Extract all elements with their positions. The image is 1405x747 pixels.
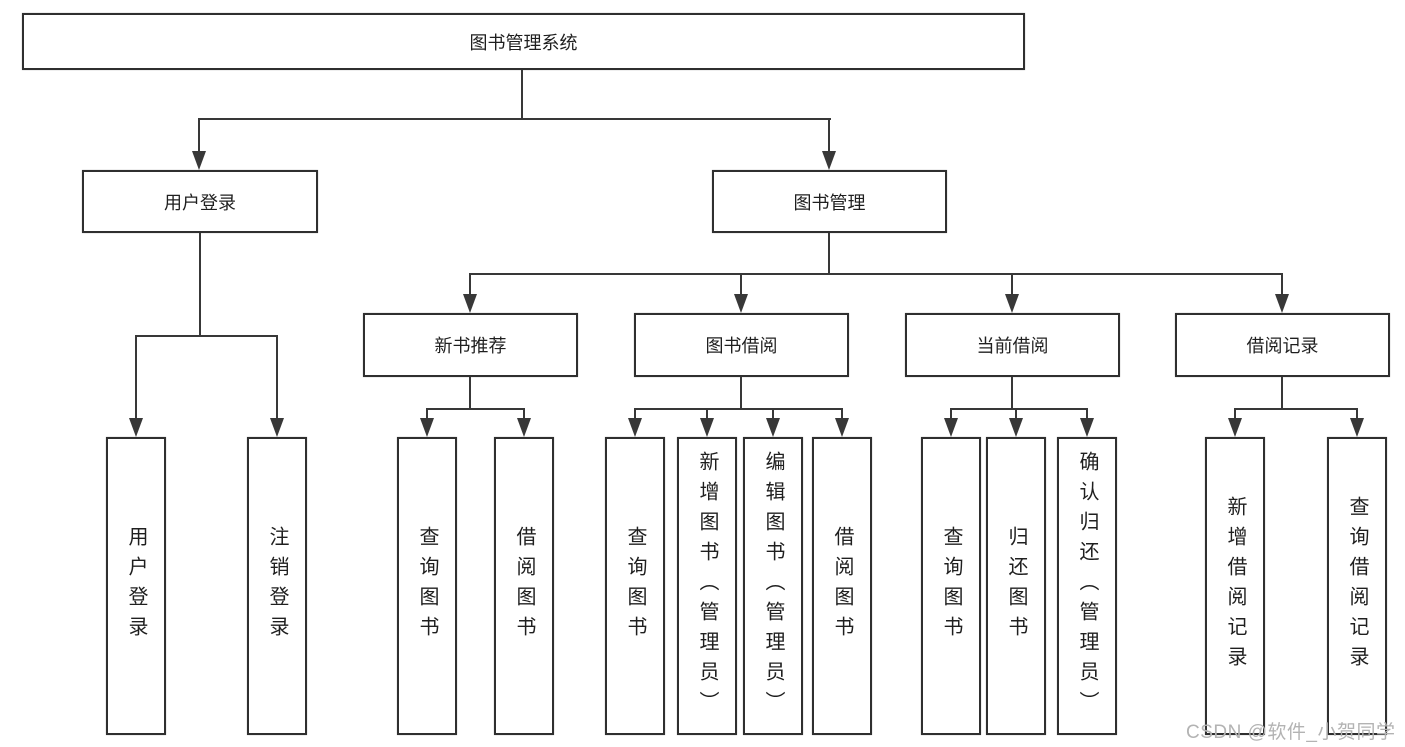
connector-stem [523, 408, 525, 421]
leaf-add-book-admin: 新增图书（管理员） [677, 437, 737, 735]
arrow-down-icon [628, 418, 642, 437]
node-book-borrowing: 图书借阅 [634, 313, 849, 377]
csdn-watermark: CSDN @软件_小贺同学 [1186, 722, 1396, 743]
connector-stem [1234, 408, 1236, 421]
leaf-add-borrow-record: 新增借阅记录 [1205, 437, 1265, 735]
connector-bar [634, 408, 843, 410]
connector-stem [950, 408, 952, 421]
node-label: 新书推荐 [434, 336, 507, 356]
arrow-down-icon [766, 418, 780, 437]
connector-stem [740, 273, 742, 297]
connector-drop [469, 377, 471, 408]
arrow-down-icon [420, 418, 434, 437]
arrow-down-icon [1009, 418, 1023, 437]
arrow-down-icon [944, 418, 958, 437]
connector-stem [276, 335, 278, 421]
connector-stem [1281, 273, 1283, 297]
arrow-down-icon [1350, 418, 1364, 437]
connector-user-login-bar [135, 335, 278, 337]
node-current-borrowing: 当前借阅 [905, 313, 1120, 377]
connector-stem [1011, 273, 1013, 297]
connector-stem [469, 273, 471, 297]
node-new-book-recommend: 新书推荐 [363, 313, 578, 377]
leaf-borrow-books-borrowing: 借阅图书 [812, 437, 872, 735]
leaf-edit-book-admin: 编辑图书（管理员） [743, 437, 803, 735]
connector-stem [772, 408, 774, 421]
connector-stem [198, 118, 200, 154]
node-borrowing-records: 借阅记录 [1175, 313, 1390, 377]
leaf-user-login: 用户登录 [106, 437, 166, 735]
leaf-label: 借阅图书 [513, 526, 535, 646]
connector-stem [1015, 408, 1017, 421]
leaf-label: 编辑图书（管理员） [762, 451, 784, 721]
leaf-label: 借阅图书 [831, 526, 853, 646]
leaf-query-books-borrowing: 查询图书 [605, 437, 665, 735]
connector-stem [841, 408, 843, 421]
leaf-label: 注销登录 [266, 526, 288, 646]
node-label: 图书借阅 [705, 336, 778, 356]
node-user-login: 用户登录 [82, 170, 318, 233]
connector-bar [950, 408, 1088, 410]
leaf-label: 归还图书 [1005, 526, 1027, 646]
node-library-management-system: 图书管理系统 [22, 13, 1025, 70]
leaf-confirm-return-admin: 确认归还（管理员） [1057, 437, 1117, 735]
arrow-down-icon [822, 151, 836, 170]
connector-root-drop [521, 70, 523, 118]
leaf-query-books-current: 查询图书 [921, 437, 981, 735]
arrow-down-icon [700, 418, 714, 437]
leaf-borrow-books-recommend: 借阅图书 [494, 437, 554, 735]
connector-user-login-drop [199, 233, 201, 335]
arrow-down-icon [1275, 294, 1289, 313]
connector-stem [634, 408, 636, 421]
connector-stem [135, 335, 137, 421]
leaf-label: 查询图书 [624, 526, 646, 646]
connector-drop [1011, 377, 1013, 408]
arrow-down-icon [463, 294, 477, 313]
leaf-label: 新增借阅记录 [1224, 496, 1246, 676]
connector-l3-bar [469, 273, 1283, 275]
arrow-down-icon [192, 151, 206, 170]
arrow-down-icon [129, 418, 143, 437]
connector-stem [706, 408, 708, 421]
node-label: 当前借阅 [976, 336, 1049, 356]
node-book-management: 图书管理 [712, 170, 947, 233]
connector-stem [1356, 408, 1358, 421]
leaf-label: 查询图书 [940, 526, 962, 646]
arrow-down-icon [1228, 418, 1242, 437]
node-label: 图书管理 [793, 192, 866, 213]
arrow-down-icon [734, 294, 748, 313]
arrow-down-icon [517, 418, 531, 437]
leaf-logout: 注销登录 [247, 437, 307, 735]
leaf-label: 查询图书 [416, 526, 438, 646]
arrow-down-icon [1080, 418, 1094, 437]
leaf-label: 新增图书（管理员） [696, 451, 718, 721]
leaf-query-books-recommend: 查询图书 [397, 437, 457, 735]
node-label: 借阅记录 [1246, 336, 1319, 356]
leaf-query-borrow-record: 查询借阅记录 [1327, 437, 1387, 735]
leaf-label: 用户登录 [125, 526, 147, 646]
arrow-down-icon [1005, 294, 1019, 313]
connector-stem [426, 408, 428, 421]
node-label: 用户登录 [164, 192, 236, 213]
connector-drop [740, 377, 742, 408]
leaf-label: 查询借阅记录 [1346, 496, 1368, 676]
leaf-label: 确认归还（管理员） [1076, 451, 1098, 721]
arrow-down-icon [835, 418, 849, 437]
connector-bar [1234, 408, 1358, 410]
connector-drop [1281, 377, 1283, 408]
leaf-return-book: 归还图书 [986, 437, 1046, 735]
node-label: 图书管理系统 [469, 32, 578, 53]
connector-l1-bar [198, 118, 831, 120]
connector-stem [1086, 408, 1088, 421]
arrow-down-icon [270, 418, 284, 437]
connector-stem [828, 118, 830, 154]
connector-bar [426, 408, 525, 410]
connector-book-mgmt-drop [828, 233, 830, 273]
